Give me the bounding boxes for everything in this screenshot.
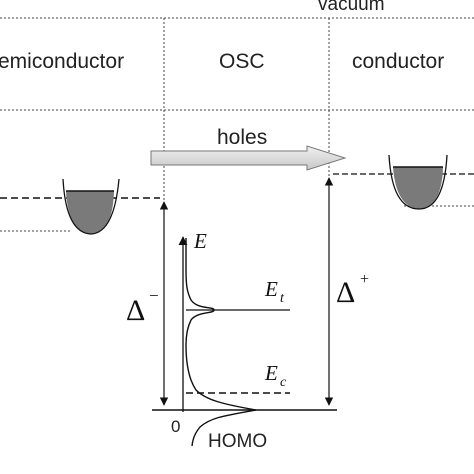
holes-label: holes [217,126,267,149]
right-band-outline [388,154,448,210]
left-band-fill [66,191,114,234]
homo-label: HOMO [208,431,267,452]
vacuum-label: vacuum [318,0,385,15]
trap-level-symbol: E [264,277,278,301]
origin-label: 0 [171,417,180,436]
left-band-outline [62,178,120,235]
osc-label: OSC [219,50,265,73]
delta-plus-symbol: Δ [336,276,355,309]
right-band-fill [393,167,443,209]
conduction-level-subscript: c [280,375,287,390]
conduction-level-symbol: E [264,361,278,385]
dos-curve [185,238,257,447]
holes-arrow [150,145,347,171]
energy-axis-label: E [193,229,207,253]
trap-level-subscript: t [280,291,285,306]
semiconductor-label: emiconductor [0,50,124,73]
conductor-label: conductor [352,50,444,73]
delta-minus-symbol: Δ [126,294,145,327]
delta-minus-sign: − [149,286,159,305]
delta-plus-sign: + [360,271,369,288]
